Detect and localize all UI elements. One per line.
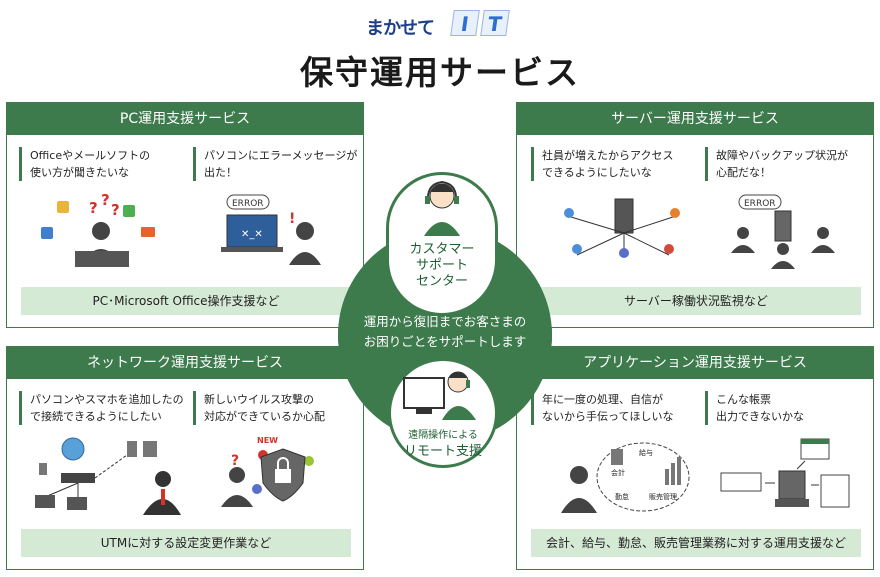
card-server-support: サーバー運用支援サービス 社員が増えたからアクセスできるようにしたいな 故障やバ… <box>516 102 874 328</box>
headset-operator-icon <box>424 180 460 236</box>
business-apps-illustration: 会計 給与 勤怠 販売管理 <box>561 442 690 513</box>
remote-support-label: リモート支援 <box>403 444 482 459</box>
center-message-line2: お困りごとをサポートします <box>363 334 527 349</box>
card-application-support: アプリケーション運用支援サービス 年に一度の処理、自信がないから手伝ってほしいな… <box>516 346 874 570</box>
svg-text:✕_✕: ✕_✕ <box>241 229 263 240</box>
need-report-output: こんな帳票出力できないかな <box>705 391 804 425</box>
svg-text:!: ! <box>289 211 295 227</box>
remote-support-circle <box>388 358 498 468</box>
report-printer-illustration <box>720 438 850 508</box>
need-add-devices: パソコンやスマホを追加したので接続できるようにしたい <box>19 391 184 425</box>
card-pc-support: PC運用支援サービス Officeやメールソフトの使い方が聞きたいな パソコンに… <box>6 102 364 328</box>
service-logo: まかせて I T <box>366 8 526 42</box>
center-message: 運用から復旧までお客さまの お困りごとをサポートします <box>338 312 552 352</box>
logo-letter-box: T <box>480 10 510 36</box>
svg-text:?: ? <box>231 453 239 469</box>
card-network-support: ネットワーク運用支援サービス パソコンやスマホを追加したので接続できるようにした… <box>6 346 364 570</box>
need-annual-processing: 年に一度の処理、自信がないから手伝ってほしいな <box>531 391 673 425</box>
need-office-mail: Officeやメールソフトの使い方が聞きたいな <box>19 147 150 181</box>
svg-text:会計: 会計 <box>611 468 625 477</box>
center-message-line1: 運用から復旧までお客さまの <box>363 314 527 329</box>
card-title: アプリケーション運用支援サービス <box>517 347 873 379</box>
svg-text:ERROR: ERROR <box>744 199 776 209</box>
card-title: PC運用支援サービス <box>7 103 363 135</box>
svg-text:?: ? <box>111 201 120 219</box>
logo-prefix: まかせて <box>366 18 435 39</box>
card-title: サーバー運用支援サービス <box>517 103 873 135</box>
network-devices-illustration <box>35 437 181 515</box>
svg-text:ERROR: ERROR <box>232 199 264 209</box>
confused-user-illustration: ? ? ? <box>41 191 155 267</box>
logo-letter-t: T <box>486 12 504 36</box>
customer-support-label: カスタマー サポート センター <box>409 242 475 289</box>
svg-text:勤怠: 勤怠 <box>615 492 629 501</box>
server-network-illustration <box>564 198 680 258</box>
svg-text:NEW: NEW <box>257 436 278 445</box>
need-backup-status: 故障やバックアップ状況が心配だな！ <box>705 147 848 181</box>
error-screen-illustration: ERROR ✕_✕ ! <box>221 194 321 265</box>
virus-shield-illustration: NEW ? <box>221 436 314 507</box>
page-title: 保守運用サービス <box>300 53 580 92</box>
card-footer: PC･Microsoft Office操作支援など <box>21 287 351 315</box>
server-error-illustration: ERROR <box>731 194 835 269</box>
need-access-users: 社員が増えたからアクセスできるようにしたいな <box>531 147 673 181</box>
logo-letter-box: I <box>450 10 480 36</box>
need-error-message: パソコンにエラーメッセージが出た！ <box>193 147 357 181</box>
svg-text:?: ? <box>101 191 110 209</box>
logo-letter-i: I <box>459 12 471 36</box>
need-virus-protection: 新しいウイルス攻撃の対応ができているか心配 <box>193 391 325 425</box>
card-title: ネットワーク運用支援サービス <box>7 347 363 379</box>
card-footer: サーバー稼働状況監視など <box>531 287 861 315</box>
remote-support-sublabel: 遠隔操作による <box>408 430 478 441</box>
svg-text:販売管理: 販売管理 <box>649 492 677 501</box>
svg-text:?: ? <box>89 199 98 217</box>
remote-operator-icon <box>403 371 476 420</box>
svg-text:給与: 給与 <box>639 448 653 457</box>
card-footer: UTMに対する設定変更作業など <box>21 529 351 557</box>
card-footer: 会計、給与、勤怠、販売管理業務に対する運用支援など <box>531 529 861 557</box>
